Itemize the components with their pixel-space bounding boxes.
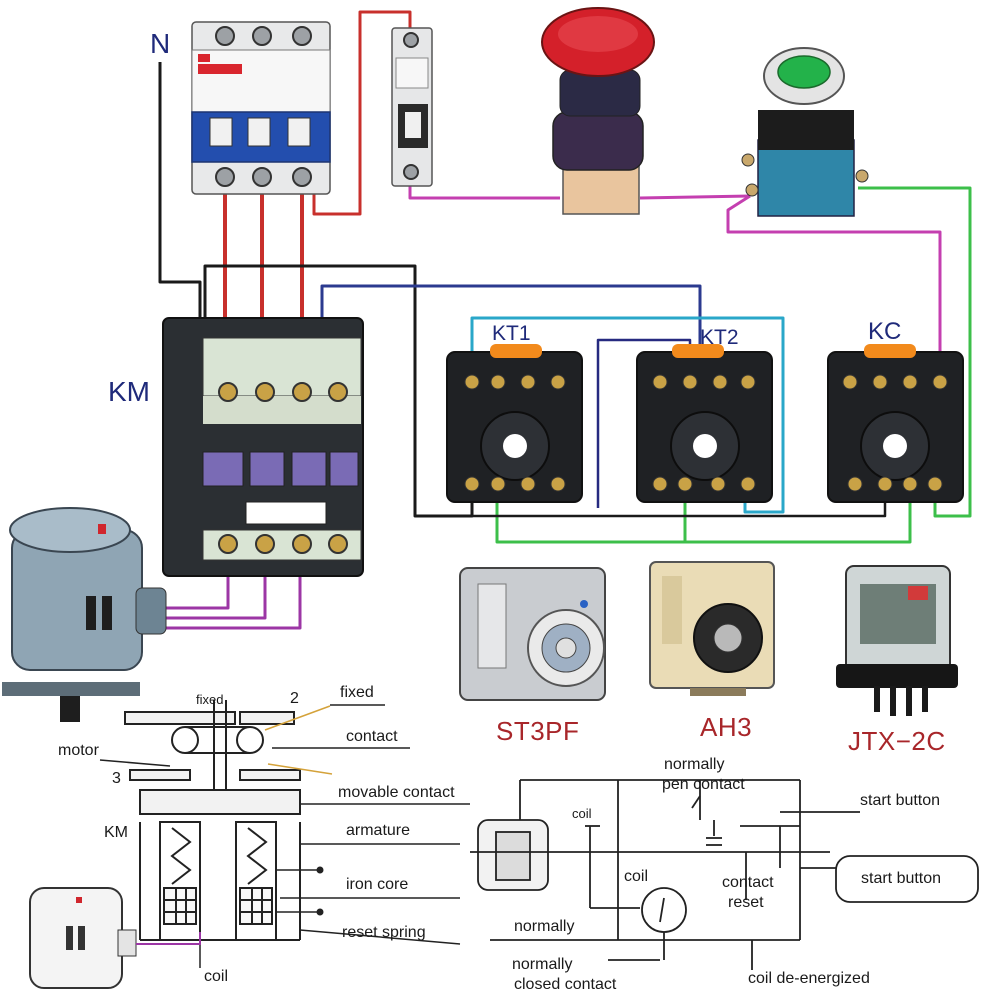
relay-socket-kt2 xyxy=(636,344,773,503)
wire-red-control xyxy=(312,10,412,216)
cross-motor-label: motor xyxy=(58,742,99,759)
wire-black-top xyxy=(203,264,474,518)
circuit-normally: normally xyxy=(514,918,575,935)
wire-motor-2 xyxy=(160,562,267,620)
circuit-contact-reset-2: reset xyxy=(728,894,764,911)
circuit-coil-mid: coil xyxy=(624,868,649,885)
cross-iron-core-label: iron core xyxy=(346,876,409,893)
cross-top-label: fixed xyxy=(196,692,224,707)
cross-armature-label: armature xyxy=(346,822,411,839)
contactor-km xyxy=(162,317,364,577)
wire-magenta-3 xyxy=(726,194,942,380)
model-st3pf-label: ST3PF xyxy=(496,716,580,746)
circuit-schematic xyxy=(470,779,979,970)
motor-small xyxy=(29,887,201,989)
relay-kt1-label: KT1 xyxy=(492,322,531,345)
wire-green-button xyxy=(858,186,972,518)
single-pole-breaker xyxy=(391,27,433,187)
model-jtx-label: JTX−2C xyxy=(848,726,946,756)
timer-ah3 xyxy=(649,561,775,696)
motor-large xyxy=(2,507,167,722)
cross-km-label: KM xyxy=(104,824,128,841)
breaker-screws-bottom xyxy=(215,167,312,187)
circuit-coil-top: coil xyxy=(572,806,592,821)
relay-kt2-label: KT2 xyxy=(700,326,739,349)
circuit-start-button-2: start button xyxy=(861,870,942,887)
circuit-contact-reset-1: contact xyxy=(722,874,774,891)
circuit-normally-open-1: normally xyxy=(664,756,725,773)
wire-motor-1 xyxy=(160,562,230,610)
wire-cyan xyxy=(470,316,785,514)
relay-socket-kt1 xyxy=(446,344,583,503)
neutral-label: N xyxy=(150,28,171,59)
wire-magenta-1 xyxy=(408,185,560,200)
relay-socket-kc xyxy=(827,344,964,503)
circuit-normally-closed-2: closed contact xyxy=(514,976,617,993)
cross-number-3: 3 xyxy=(112,770,121,787)
cross-number-2: 2 xyxy=(290,690,299,707)
start-push-button xyxy=(741,47,869,217)
wire-neutral xyxy=(158,62,202,320)
relay-jtx-2c xyxy=(836,565,958,716)
model-ah3-label: AH3 xyxy=(700,712,753,742)
contactor-bottom-terminals xyxy=(218,534,348,554)
contactor-cross-section xyxy=(99,700,470,968)
cross-coil-label: coil xyxy=(204,968,229,985)
three-pole-breaker xyxy=(191,21,331,195)
cross-movable-contact-label: movable contact xyxy=(338,784,455,801)
cross-reset-spring-label: reset spring xyxy=(342,924,426,941)
contactor-label: KM xyxy=(108,376,150,407)
breaker-screws-top xyxy=(215,26,312,46)
emergency-stop-button xyxy=(541,7,655,215)
circuit-coil-deenergized: coil de-energized xyxy=(748,970,870,987)
circuit-normally-closed-1: normally xyxy=(512,956,573,973)
cross-contact-label: contact xyxy=(346,728,398,745)
circuit-normally-open-2: pen contact xyxy=(662,776,745,793)
circuit-start-button-1: start button xyxy=(860,792,941,809)
contactor-top-terminals xyxy=(218,382,348,402)
wire-magenta-2 xyxy=(639,194,751,200)
timer-st3pf xyxy=(459,567,606,701)
relay-kc-label: KC xyxy=(868,318,902,345)
cross-fixed-label: fixed xyxy=(340,684,374,701)
wire-motor-3 xyxy=(160,562,302,630)
